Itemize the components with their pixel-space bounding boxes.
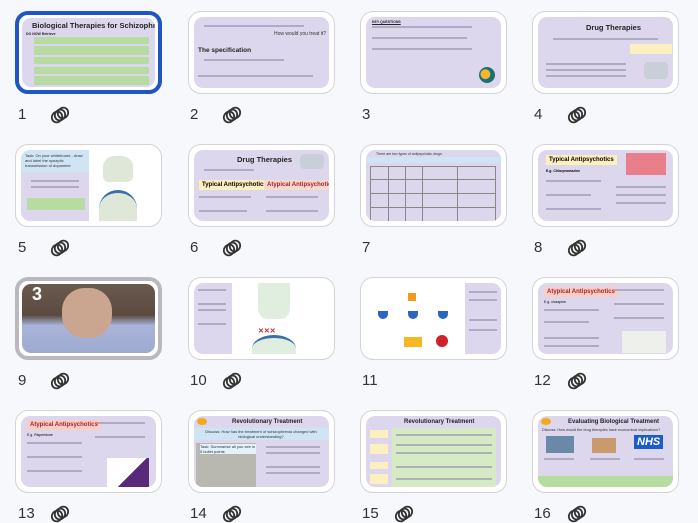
- pills-illustration: [644, 62, 668, 79]
- video-overlay-number: 3: [32, 284, 43, 304]
- slide-title: Atypical Antipsychotics: [544, 287, 618, 297]
- slide-title: Atypical Antipsychotics: [27, 420, 101, 430]
- slide-preview: Revolutionary Treatment: [366, 416, 501, 487]
- synapse-diagram: [103, 156, 133, 182]
- animation-icon[interactable]: [50, 106, 70, 124]
- drug-box-image: [626, 153, 666, 175]
- slide-number: 9: [18, 372, 27, 389]
- pills-illustration: [300, 154, 324, 169]
- slide-subtitle: E.g. Risperidone: [27, 433, 53, 437]
- animation-icon[interactable]: [222, 505, 242, 523]
- synapse-diagram: [258, 283, 290, 319]
- slide-number: 1: [18, 106, 27, 123]
- animation-icon[interactable]: [222, 372, 242, 390]
- slide-number: 6: [190, 239, 199, 256]
- slide-title: Task: On your whiteboard - draw and labe…: [25, 153, 83, 168]
- animation-icon[interactable]: [222, 239, 242, 257]
- slide-title: Revolutionary Treatment: [232, 419, 303, 425]
- animation-icon[interactable]: [567, 505, 587, 523]
- slide-thumbnail-5[interactable]: Task: On your whiteboard - draw and labe…: [15, 144, 162, 227]
- typical-label: Typical Antipsychotics: [199, 180, 270, 190]
- animation-icon[interactable]: [50, 505, 70, 523]
- slide-number: 15: [362, 505, 379, 522]
- atypical-label: Atypical Antipsychotics: [264, 180, 329, 190]
- slide-number: 11: [362, 372, 378, 389]
- slide-number: 5: [18, 239, 27, 256]
- slide-thumbnail-8[interactable]: Typical Antipsychotics E.g. Chlorpromazi…: [532, 144, 679, 227]
- comparison-table: [370, 166, 496, 221]
- slide-title: Evaluating Biological Treatment: [568, 419, 660, 425]
- slide-thumbnail-12[interactable]: Atypical Antipsychotics E.g. clozapine: [532, 277, 679, 360]
- slide-thumbnail-9[interactable]: 3: [15, 277, 162, 360]
- slide-title: The specification: [198, 47, 252, 54]
- slide-thumbnail-7[interactable]: There are two types of antipsychotic dru…: [360, 144, 507, 227]
- slide-preview: Atypical Antipsychotics E.g. Risperidone: [21, 416, 156, 487]
- slide-thumbnail-16[interactable]: Evaluating Biological Treatment Discuss:…: [532, 410, 679, 493]
- slide-number: 16: [534, 505, 551, 522]
- slide-subtitle: E.g. clozapine: [544, 300, 566, 304]
- slide-preview: Atypical Antipsychotics E.g. clozapine: [538, 283, 673, 354]
- slide-thumbnail-14[interactable]: Revolutionary Treatment Discuss: How has…: [188, 410, 335, 493]
- slide-title: Typical Antipsychotics: [546, 155, 617, 165]
- slide-preview: Typical Antipsychotics E.g. Chlorpromazi…: [538, 150, 673, 221]
- animation-icon[interactable]: [50, 372, 70, 390]
- slide-number: 3: [362, 106, 371, 123]
- slide-title: Revolutionary Treatment: [404, 419, 475, 425]
- animation-icon[interactable]: [50, 239, 70, 257]
- slide-number: 13: [18, 505, 35, 522]
- video-frame: 3: [22, 284, 155, 353]
- receptor-diagram: [378, 311, 388, 319]
- slide-preview: ✕✕✕: [194, 283, 329, 354]
- slide-subtitle: Discuss: How would the drug therapies ha…: [542, 428, 661, 432]
- slide-preview: Drug Therapies Typical Antipsychotics At…: [194, 150, 329, 221]
- slide-preview: There are two types of antipsychotic dru…: [366, 150, 501, 221]
- slide-preview: How would you treat it? The specificatio…: [194, 17, 329, 88]
- slide-number: 2: [190, 106, 199, 123]
- slide-number: 12: [534, 372, 551, 389]
- slide-preview: Revolutionary Treatment Discuss: How has…: [194, 416, 329, 487]
- slide-thumbnail-4[interactable]: Drug Therapies: [532, 11, 679, 94]
- animation-icon[interactable]: [394, 505, 414, 523]
- slide-thumbnail-10[interactable]: ✕✕✕: [188, 277, 335, 360]
- animation-icon[interactable]: [567, 239, 587, 257]
- slide-preview: Task: On your whiteboard - draw and labe…: [21, 150, 156, 221]
- drug-box-image: [107, 458, 149, 487]
- slide-title: Drug Therapies: [586, 23, 642, 32]
- slide-title: Biological Therapies for Schizophrenia: [32, 21, 155, 30]
- slide-number: 10: [190, 372, 207, 389]
- slide-thumbnail-13[interactable]: Atypical Antipsychotics E.g. Risperidone: [15, 410, 162, 493]
- slide-subtitle: DO NOW Retrieve: [26, 32, 56, 36]
- slide-preview: [366, 283, 501, 354]
- slide-number: 14: [190, 505, 207, 522]
- slide-thumbnail-1[interactable]: Biological Therapies for Schizophrenia D…: [15, 11, 162, 94]
- slide-number: 4: [534, 106, 543, 123]
- slide-preview: Drug Therapies: [538, 17, 673, 88]
- slide-thumbnail-2[interactable]: How would you treat it? The specificatio…: [188, 11, 335, 94]
- slide-subtitle: E.g. Chlorpromazine: [546, 169, 581, 173]
- slide-thumbnail-11[interactable]: [360, 277, 507, 360]
- animation-icon[interactable]: [567, 372, 587, 390]
- slide-preview: Evaluating Biological Treatment Discuss:…: [538, 416, 673, 487]
- slide-task: Task: Summarise all you see in 5 bullet …: [200, 444, 256, 454]
- slide-number: 7: [362, 239, 371, 256]
- slide-question: How would you treat it?: [274, 31, 326, 37]
- slide-subtitle: Discuss: How has the treatment of schizo…: [205, 429, 317, 439]
- animation-icon[interactable]: [567, 106, 587, 124]
- slide-title: KEY QUESTIONS: [372, 20, 401, 24]
- head-illustration: [479, 67, 495, 83]
- slide-thumbnail-15[interactable]: Revolutionary Treatment: [360, 410, 507, 493]
- slide-preview: KEY QUESTIONS: [366, 17, 501, 88]
- animation-icon[interactable]: [222, 106, 242, 124]
- slide-thumbnail-3[interactable]: KEY QUESTIONS: [360, 11, 507, 94]
- pill-pack-image: [622, 331, 666, 353]
- nhs-logo: NHS: [634, 435, 664, 449]
- slide-title: Drug Therapies: [237, 155, 293, 164]
- slide-thumbnail-6[interactable]: Drug Therapies Typical Antipsychotics At…: [188, 144, 335, 227]
- slide-title: There are two types of antipsychotic dru…: [376, 152, 443, 156]
- slide-number: 8: [534, 239, 543, 256]
- slide-preview: Biological Therapies for Schizophrenia D…: [22, 18, 155, 87]
